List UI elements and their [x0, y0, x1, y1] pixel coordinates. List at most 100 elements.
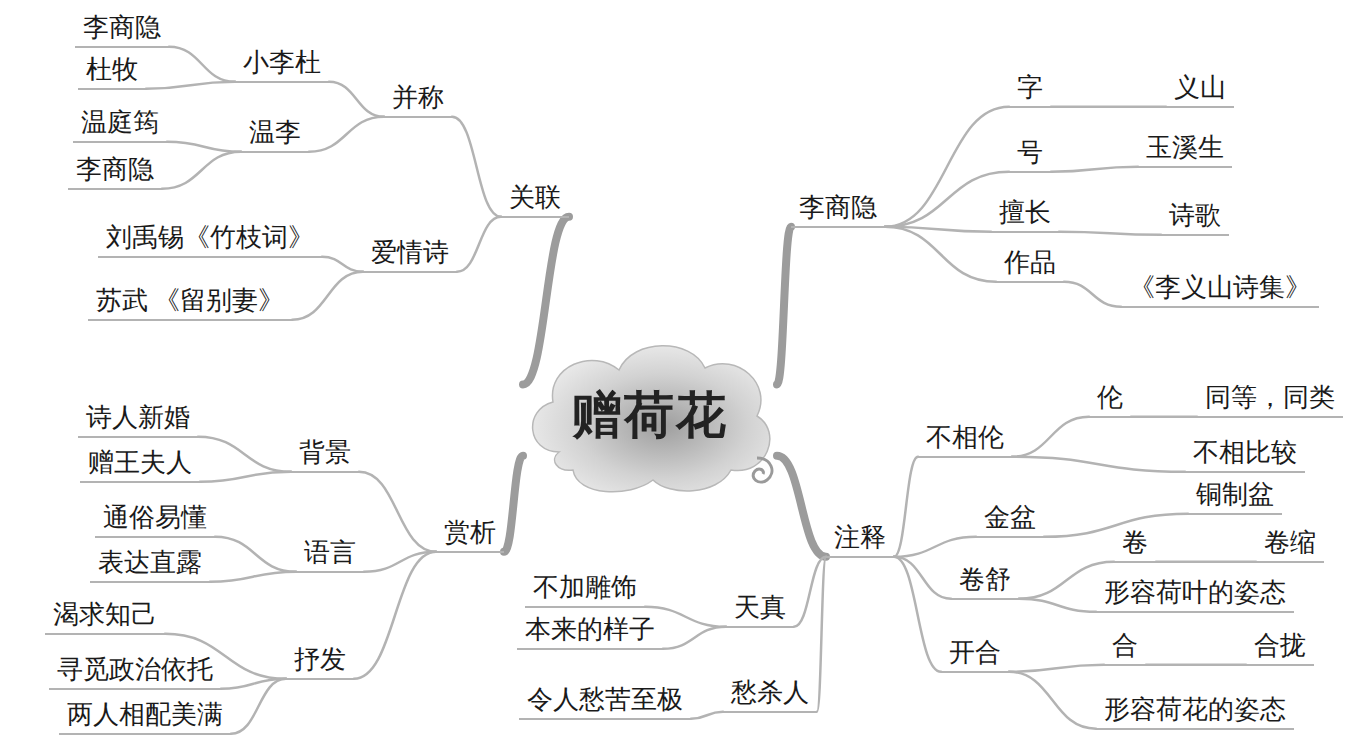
topic-text: 关联 — [509, 183, 561, 212]
topic-text: 号 — [1017, 138, 1043, 167]
sub-branch — [817, 557, 826, 712]
topic-text: 诗歌 — [1169, 201, 1221, 230]
branch-topic: 号 — [1009, 137, 1051, 173]
branch-topic: 愁杀人 — [723, 677, 817, 713]
topic-text: 寻觅政治依托 — [57, 655, 213, 684]
branch-topic: 义山 — [1166, 72, 1234, 108]
topic-text: 《李义山诗集》 — [1129, 273, 1311, 302]
branch-topic: 刘禹锡《竹枝词》 — [98, 222, 322, 258]
main-branch — [777, 227, 791, 385]
topic-text: 通俗易懂 — [103, 503, 207, 532]
sub-branch — [1012, 457, 1185, 472]
topic-text: 作品 — [1004, 248, 1056, 277]
branch-topic: 赏析 — [436, 517, 504, 553]
topic-text: 诗人新婚 — [86, 403, 190, 432]
sub-branch — [167, 142, 241, 152]
sub-branch — [354, 552, 436, 679]
cloud-curl — [753, 458, 772, 482]
branch-topic: 擅长 — [991, 197, 1059, 233]
sub-branch — [894, 557, 941, 672]
topic-text: 赏析 — [444, 518, 496, 547]
branch-topic: 卷 — [1114, 527, 1156, 563]
sub-branch — [1156, 561, 1256, 564]
branch-topic: 形容荷叶的姿态 — [1096, 577, 1294, 613]
main-branch — [777, 456, 826, 557]
sub-branch — [1012, 417, 1089, 457]
branch-topic: 李商隐 — [75, 12, 169, 48]
branch-topic: 温庭筠 — [73, 107, 167, 143]
branch-topic: 合 — [1104, 630, 1146, 666]
sub-branch — [1051, 167, 1138, 172]
topic-text: 爱情诗 — [371, 238, 449, 267]
topic-text: 玉溪生 — [1146, 133, 1224, 162]
topic-text: 并称 — [392, 83, 444, 112]
sub-branch — [645, 607, 726, 627]
topic-text: 小李杜 — [243, 48, 321, 77]
topic-text: 愁杀人 — [731, 678, 809, 707]
topic-text: 擅长 — [999, 198, 1051, 227]
branch-topic: 合拢 — [1246, 630, 1314, 666]
topic-text: 不加雕饰 — [533, 573, 637, 602]
sub-branch — [1019, 599, 1096, 612]
branch-topic: 并称 — [384, 82, 452, 118]
central-topic: 赠荷花 — [519, 330, 781, 500]
sub-branch — [1146, 664, 1246, 667]
topic-text: 背景 — [299, 438, 351, 467]
branch-topic: 天真 — [726, 592, 794, 628]
topic-text: 义山 — [1174, 73, 1226, 102]
topic-text: 杜牧 — [86, 55, 138, 84]
sub-branch — [1131, 416, 1197, 419]
sub-branch — [309, 117, 384, 152]
branch-topic: 令人愁苦至极 — [519, 684, 691, 720]
sub-branch — [169, 47, 235, 82]
sub-branch — [691, 712, 723, 719]
branch-topic: 字 — [1009, 72, 1051, 108]
branch-topic: 赠王夫人 — [80, 447, 200, 483]
topic-text: 李商隐 — [83, 13, 161, 42]
topic-text: 金盆 — [984, 503, 1036, 532]
sub-branch — [452, 117, 501, 217]
topic-text: 形容荷花的姿态 — [1104, 695, 1286, 724]
sub-branch — [1064, 282, 1121, 307]
topic-text: 令人愁苦至极 — [527, 685, 683, 714]
branch-topic: 背景 — [291, 437, 359, 473]
branch-topic: 铜制盆 — [1188, 479, 1282, 515]
sub-branch — [894, 457, 918, 557]
sub-branch — [1044, 514, 1188, 537]
branch-topic: 小李杜 — [235, 47, 329, 83]
branch-topic: 玉溪生 — [1138, 132, 1232, 168]
sub-branch — [1009, 672, 1096, 729]
branch-topic: 卷舒 — [951, 564, 1019, 600]
topic-text: 本来的样子 — [525, 615, 655, 644]
sub-branch — [146, 82, 235, 89]
topic-text: 不相伦 — [926, 423, 1004, 452]
sub-branch — [1019, 562, 1114, 599]
topic-text: 温李 — [249, 118, 301, 147]
topic-text: 苏武 《留别妻》 — [96, 286, 285, 315]
topic-text: 卷舒 — [959, 565, 1011, 594]
topic-text: 渴求知己 — [53, 600, 157, 629]
branch-topic: 不相比较 — [1185, 437, 1305, 473]
sub-branch — [457, 217, 501, 272]
sub-branch — [292, 272, 363, 320]
topic-text: 形容荷叶的姿态 — [1104, 578, 1286, 607]
branch-topic: 本来的样子 — [517, 614, 663, 650]
topic-text: 李商隐 — [76, 155, 154, 184]
sub-branch — [1059, 232, 1161, 235]
topic-text: 同等，同类 — [1205, 383, 1335, 412]
main-branch — [504, 456, 523, 552]
topic-text: 伦 — [1097, 383, 1123, 412]
sub-branch — [885, 227, 996, 282]
topic-text: 铜制盆 — [1196, 480, 1274, 509]
branch-topic: 不相伦 — [918, 422, 1012, 458]
branch-topic: 两人相配美满 — [59, 699, 231, 735]
branch-topic: 渴求知己 — [45, 599, 165, 635]
sub-branch — [894, 537, 976, 557]
branch-topic: 关联 — [501, 182, 569, 218]
branch-topic: 温李 — [241, 117, 309, 153]
branch-topic: 诗人新婚 — [78, 402, 198, 438]
topic-text: 注释 — [834, 523, 886, 552]
sub-branch — [663, 627, 726, 649]
branch-topic: 李商隐 — [68, 154, 162, 190]
topic-text: 李商隐 — [799, 193, 877, 222]
